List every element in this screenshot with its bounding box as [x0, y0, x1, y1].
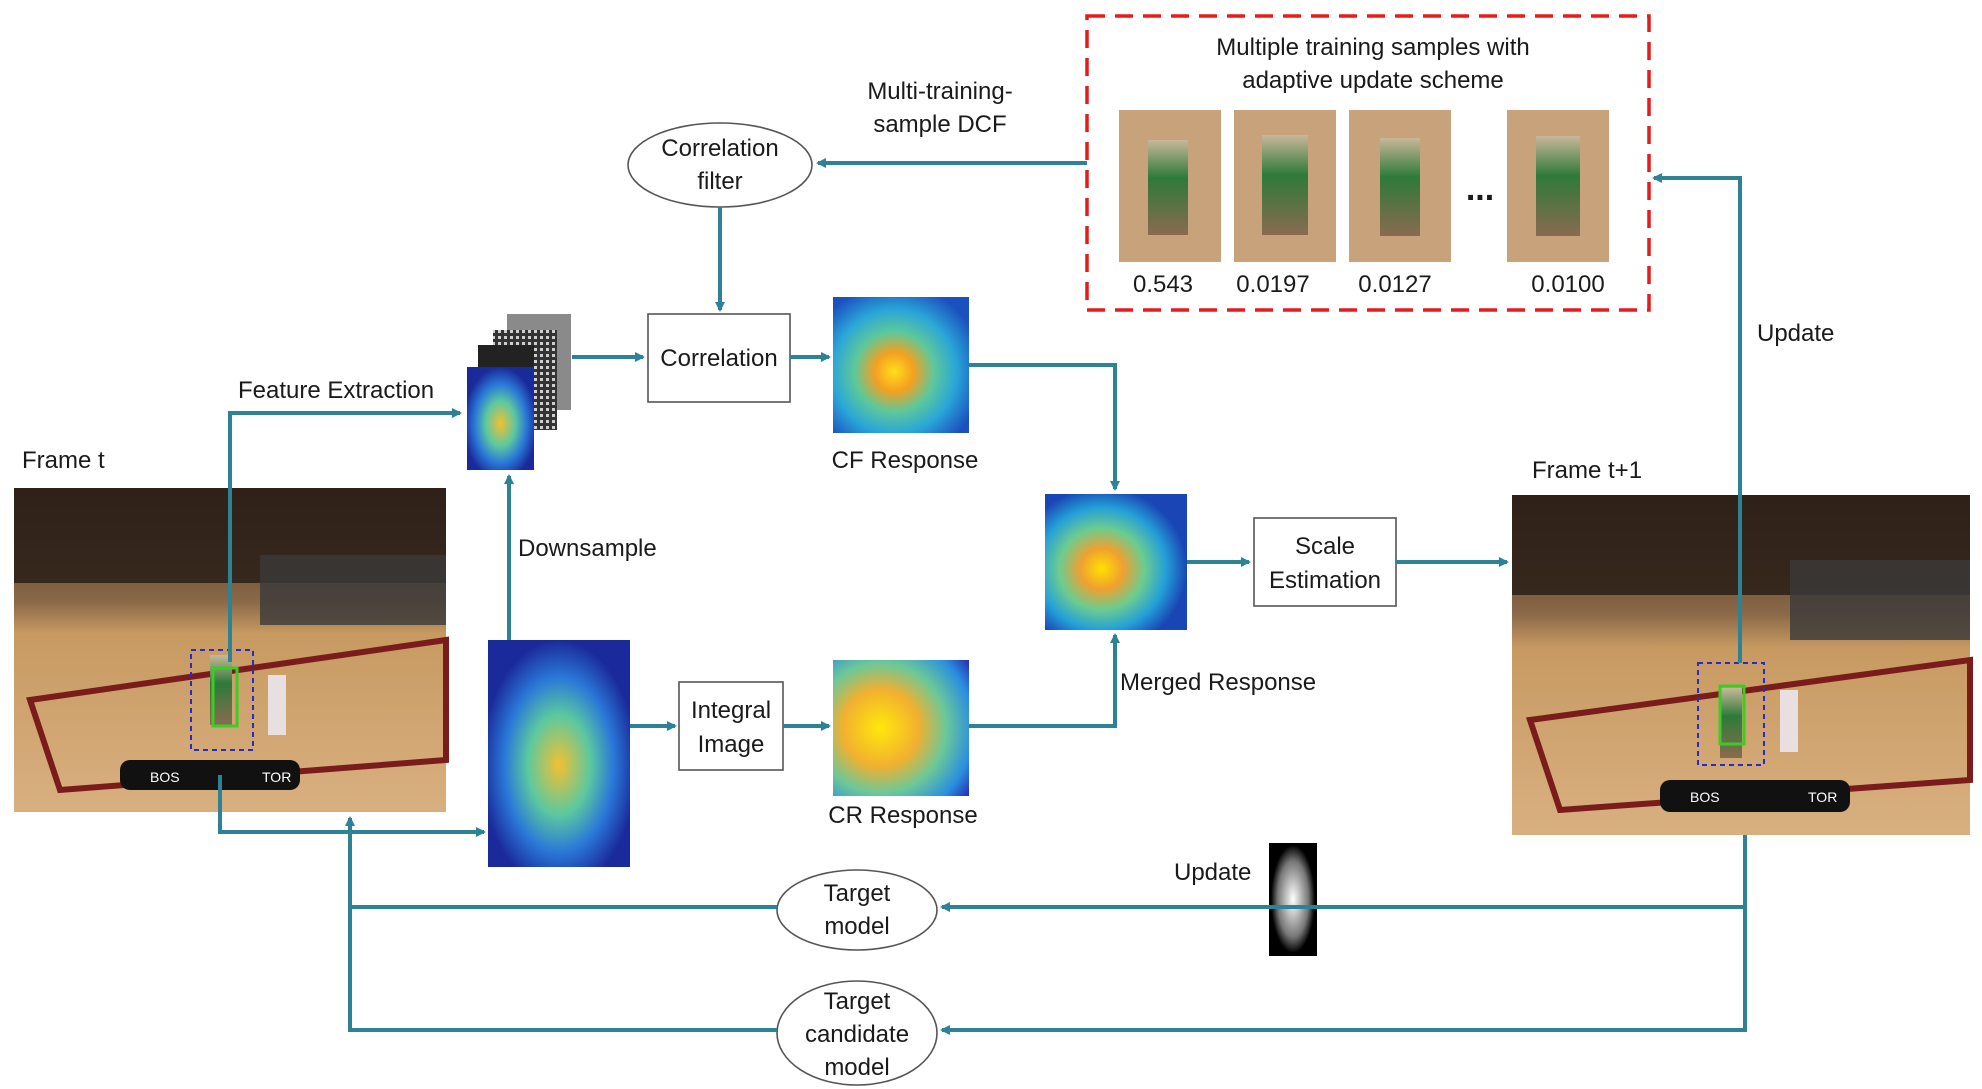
sample-weight-2: 0.0197 — [1236, 271, 1309, 298]
arrow-cf-to-merged — [969, 363, 1120, 491]
training-samples-panel: Multiple training samples with adaptive … — [1085, 14, 1651, 312]
samples-ellipsis: ... — [1466, 170, 1494, 208]
merged-response-map — [1045, 494, 1187, 630]
search-region-box-t1 — [1697, 662, 1765, 766]
scale-line1: Scale — [1295, 533, 1355, 560]
search-region-box — [190, 649, 254, 751]
cr-response-label: CR Response — [828, 802, 977, 829]
scoreboard-right-team-t1: TOR — [1808, 789, 1837, 805]
corr-filter-line1: Correlation — [661, 135, 778, 162]
arrow-feature-extraction — [228, 408, 462, 662]
cf-response-label: CF Response — [832, 447, 979, 474]
correlation-filter-ellipse: Correlation filter — [627, 122, 813, 208]
target-model-line2: model — [824, 913, 889, 940]
frame-t-label: Frame t — [22, 447, 105, 474]
feature-extraction-label: Feature Extraction — [238, 377, 434, 404]
multi-dcf-line1: Multi-training- — [867, 78, 1012, 105]
scale-estimation-box: Scale Estimation — [1253, 517, 1397, 607]
arrow-cr-to-merged — [969, 633, 1120, 728]
target-cand-line3: model — [824, 1054, 889, 1081]
scoreboard-left-team: BOS — [150, 769, 180, 785]
scoreboard-left-team-t1: BOS — [1690, 789, 1720, 805]
scale-line2: Estimation — [1269, 567, 1381, 594]
arrow-frame-to-candidate — [940, 907, 1747, 1035]
frame-t1-image: BOS TOR — [1512, 495, 1973, 835]
target-cand-line2: candidate — [805, 1021, 909, 1048]
arrow-candidate-to-frame — [348, 907, 777, 1032]
feature-maps-stack — [467, 314, 571, 470]
sample-weight-4: 0.0100 — [1531, 271, 1604, 298]
corr-filter-line2: filter — [697, 168, 742, 195]
merged-response-label: Merged Response — [1120, 669, 1316, 696]
cr-response-map — [833, 660, 969, 796]
multi-dcf-line2: sample DCF — [873, 111, 1006, 138]
update-bottom-label: Update — [1174, 859, 1251, 886]
flow-arrows — [218, 158, 1747, 1035]
arrow-frame-to-saliency — [218, 775, 486, 837]
samples-title-line1: Multiple training samples with — [1216, 34, 1529, 61]
samples-title-line2: adaptive update scheme — [1242, 67, 1504, 94]
integral-image-box: Integral Image — [678, 681, 784, 771]
arrow-update-samples — [1652, 173, 1742, 663]
integral-line2: Image — [698, 731, 765, 758]
sample-weight-3: 0.0127 — [1358, 271, 1431, 298]
target-candidate-model-ellipse: Target candidate model — [776, 980, 938, 1086]
correlation-box: Correlation — [647, 313, 791, 403]
target-model-ellipse: Target model — [776, 869, 938, 951]
update-right-label: Update — [1757, 320, 1834, 347]
scoreboard-right-team: TOR — [262, 769, 291, 785]
sample-thumbnails — [1119, 110, 1609, 262]
frame-t1-label: Frame t+1 — [1532, 457, 1642, 484]
target-model-line1: Target — [824, 880, 891, 907]
sample-weight-1: 0.543 — [1133, 271, 1193, 298]
cf-response-map — [833, 297, 969, 433]
downsample-label: Downsample — [518, 535, 657, 562]
target-box — [211, 666, 239, 728]
target-box-t1 — [1718, 684, 1746, 746]
saliency-map — [488, 640, 630, 867]
arrow-frame-to-target-model — [940, 835, 1747, 912]
correlation-box-label: Correlation — [660, 345, 777, 372]
gaussian-window — [1269, 843, 1317, 956]
integral-line1: Integral — [691, 697, 771, 724]
target-cand-line1: Target — [824, 988, 891, 1015]
